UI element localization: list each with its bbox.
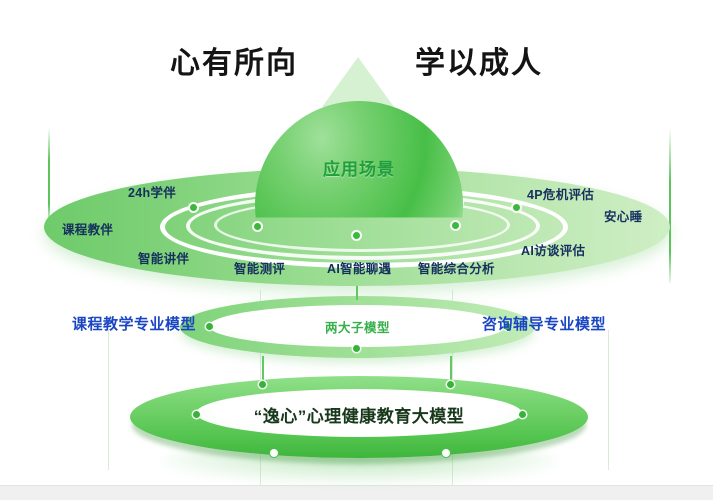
- scenario-label-7: 4P危机评估: [527, 188, 595, 202]
- faint-guide-1: [108, 330, 109, 470]
- sub-model-dot-bottom: [353, 345, 360, 352]
- main-model-dot-left: [193, 411, 200, 418]
- guide-line-right: [669, 128, 671, 283]
- scenario-label-0: 24h学伴: [128, 186, 177, 200]
- orbit-dot-right-mid: [452, 222, 459, 229]
- sub-model-center-label: 两大子模型: [324, 321, 390, 335]
- course-teaching-model-label: 课程教学专业模型: [72, 316, 197, 333]
- orbit-dot-center: [353, 232, 360, 239]
- scenario-label-8: 安心睡: [604, 210, 643, 224]
- sub-model-dot-left: [206, 323, 213, 330]
- orbit-dot-left-mid: [254, 223, 261, 230]
- orbit-dot-right-outer: [513, 204, 520, 211]
- main-model-dot-right: [519, 411, 526, 418]
- headline-right: 学以成人: [414, 46, 543, 81]
- guide-line-left: [48, 128, 50, 223]
- counseling-guidance-model-label: 咨询辅导专业模型: [482, 316, 607, 333]
- connector-dot-bottom-right: [447, 381, 454, 388]
- scenario-label-3: 智能测评: [234, 262, 286, 276]
- connector-top-center: [356, 286, 358, 300]
- scenario-label-4: AI智能聊遇: [327, 262, 392, 276]
- scenario-label-6: AI访谈评估: [521, 244, 586, 258]
- page-title: 心有所向 学以成人: [0, 38, 713, 82]
- main-model-ring-left: [269, 448, 279, 458]
- connector-bottom-right: [450, 356, 452, 384]
- dome-label: 应用场景: [323, 160, 395, 179]
- main-model-band-inner: [196, 389, 522, 437]
- sub-model-band-inner: [209, 305, 506, 347]
- scenario-label-1: 课程教伴: [62, 223, 114, 237]
- connector-bottom-left: [262, 356, 264, 384]
- orbit-dot-left-outer: [190, 204, 197, 211]
- headline-left: 心有所向: [170, 46, 299, 81]
- bottom-strip: [0, 485, 713, 500]
- arrow-up-icon: [322, 57, 394, 107]
- scenario-label-5: 智能综合分析: [418, 262, 495, 276]
- connector-dot-bottom-left: [259, 381, 266, 388]
- faint-guide-4: [608, 330, 609, 470]
- scenario-label-2: 智能讲伴: [138, 252, 190, 266]
- main-model-label: “逸心”心理健康教育大模型: [253, 407, 465, 426]
- main-model-ring-right: [441, 448, 451, 458]
- sub-model-dot-right: [504, 323, 511, 330]
